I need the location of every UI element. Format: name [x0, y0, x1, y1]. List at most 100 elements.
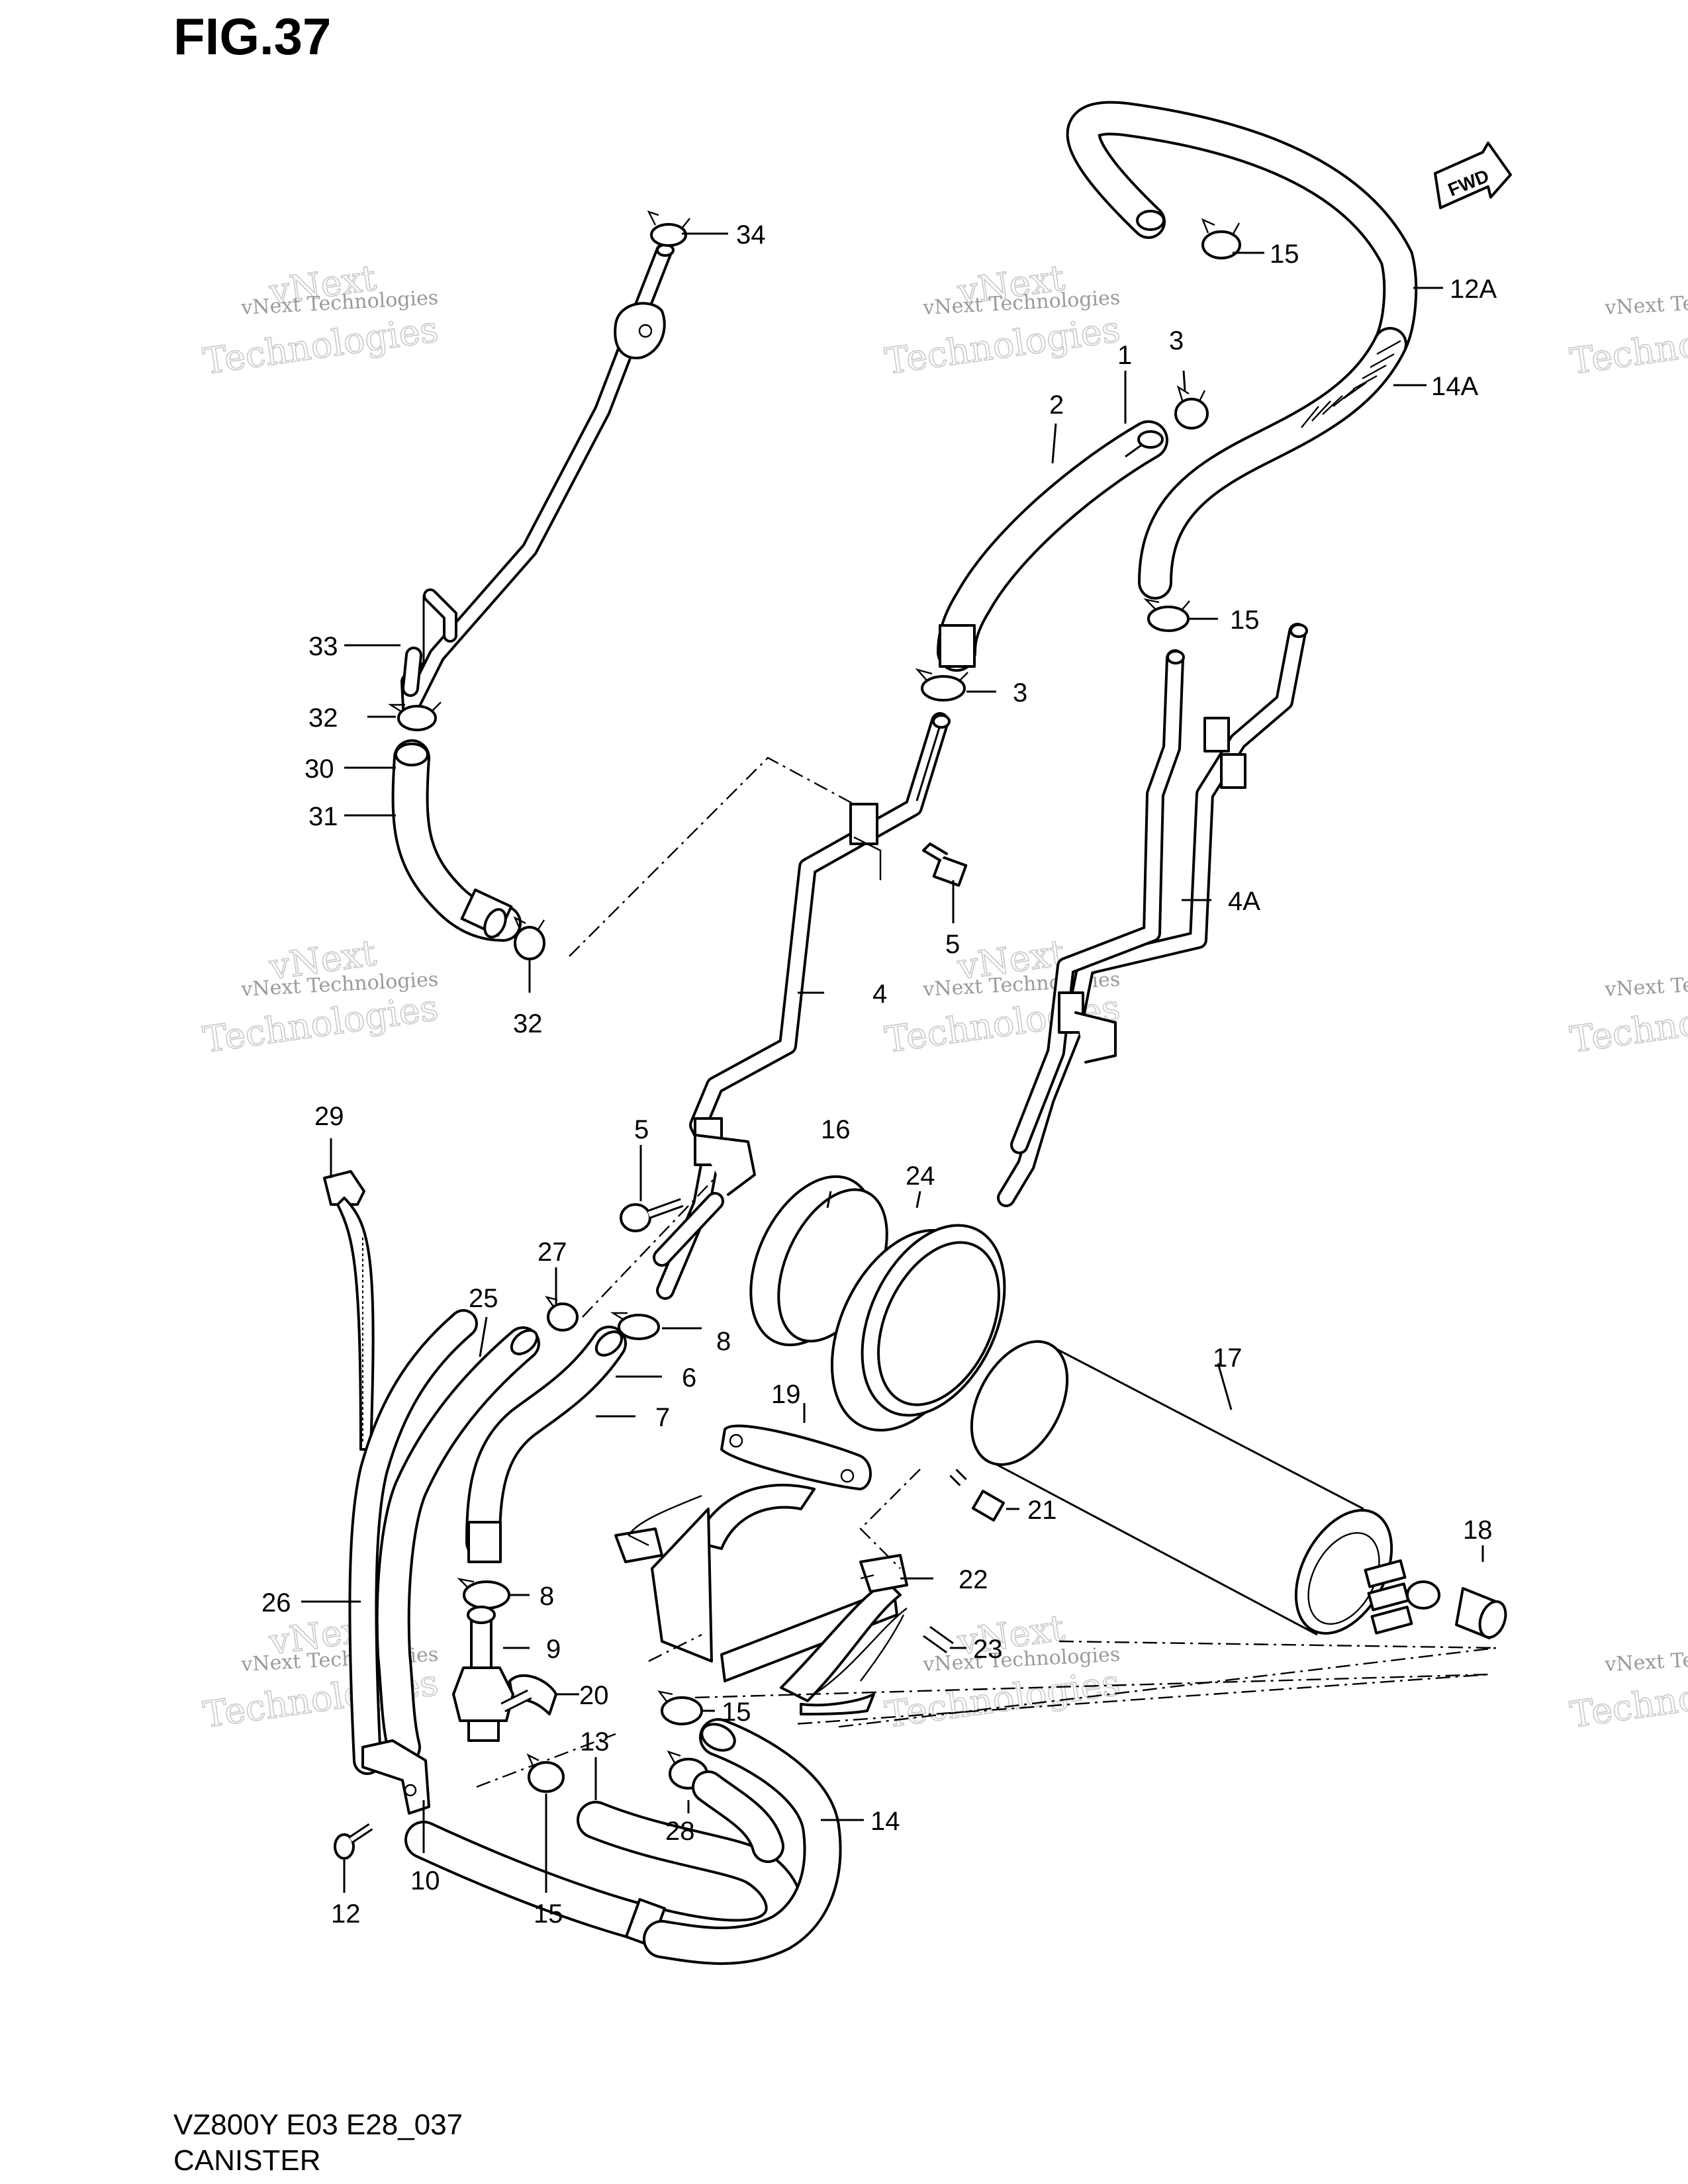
clamp-15: [526, 1753, 565, 1793]
watermark: Technologies vNext Technologies: [1567, 1643, 1688, 1736]
svg-text:Technologies: Technologies: [882, 308, 1123, 383]
hose-12a: [1066, 101, 1418, 361]
svg-text:Technologies: Technologies: [201, 987, 441, 1061]
clamp-3: [1174, 385, 1209, 430]
callout-30: 30: [305, 754, 334, 784]
callout-29: 29: [314, 1102, 344, 1131]
clamp-15: [657, 1690, 703, 1725]
watermark: Technologies vNext vNext Technologies: [882, 1606, 1123, 1737]
callout-16: 16: [821, 1115, 851, 1144]
bolt-5: [922, 842, 968, 887]
section-name: CANISTER: [173, 2144, 321, 2177]
clamp-32: [387, 702, 442, 731]
watermark: Technologies vNext vNext Technologies: [200, 931, 441, 1062]
callout-19: 19: [771, 1380, 801, 1409]
figure-title: FIG.37: [173, 7, 332, 66]
callout-22: 22: [959, 1565, 988, 1594]
callout-18: 18: [1463, 1516, 1493, 1545]
callout-32: 32: [308, 704, 338, 733]
callout-10: 10: [410, 1866, 440, 1895]
hose-26: [348, 1309, 478, 1775]
hose-25: [375, 1326, 540, 1764]
hose-31: [391, 739, 522, 942]
seal-24: [830, 1224, 1006, 1432]
canister-17: [970, 1340, 1413, 1636]
cover-19: [720, 1424, 872, 1490]
svg-text:vNext Technologies: vNext Technologies: [1604, 286, 1688, 320]
callout-27: 27: [538, 1238, 567, 1267]
watermark-group: Technologies vNext vNext Technologies Te…: [200, 256, 1688, 1737]
svg-text:Technologies: Technologies: [882, 1662, 1123, 1736]
svg-text:vNext Technologies: vNext Technologies: [1604, 1643, 1688, 1676]
clamp-8: [610, 1312, 660, 1340]
callout-31: 31: [308, 802, 338, 831]
bolt-5: [620, 1198, 684, 1232]
svg-text:Technologies: Technologies: [1568, 308, 1688, 383]
callout-15: 15: [534, 1899, 563, 1929]
clamp-15: [1201, 218, 1241, 259]
clamp-34: [647, 210, 690, 247]
callout-15: 15: [722, 1698, 751, 1727]
callout-4: 4: [872, 979, 887, 1009]
callout-14: 14: [870, 1807, 900, 1836]
leader-lines: [301, 232, 1484, 1893]
callout-1: 1: [1117, 341, 1132, 370]
callout-34: 34: [736, 220, 766, 250]
callout-24: 24: [906, 1161, 935, 1191]
callout-15: 15: [1230, 606, 1260, 635]
callout-12: 12: [331, 1899, 361, 1929]
hose-14a: [1138, 327, 1407, 600]
clamp-8: [457, 1578, 510, 1610]
clamp-32: [513, 916, 545, 960]
valve-9: [452, 1606, 532, 1742]
model-code: VZ800Y E03 E28_037: [173, 2109, 463, 2141]
cap-18: [1455, 1587, 1507, 1639]
callout-20: 20: [579, 1681, 609, 1710]
callout-17: 17: [1213, 1343, 1243, 1373]
pipe-1: [1125, 430, 1164, 458]
clamp-10: [361, 1739, 430, 1815]
pipe-4a: [997, 623, 1308, 1207]
callout-33: 33: [308, 632, 338, 661]
callout-6: 6: [682, 1363, 696, 1392]
callout-26: 26: [261, 1588, 291, 1617]
callout-8: 8: [539, 1582, 554, 1611]
assembly-lines: [476, 756, 1497, 1788]
callout-5: 5: [634, 1115, 649, 1144]
hose-14: [643, 1718, 842, 1965]
callout-12a: 12A: [1450, 275, 1497, 304]
watermark: Technologies vNext vNext Technologies: [882, 256, 1123, 383]
hose-7: [465, 1326, 627, 1563]
callout-25: 25: [469, 1284, 498, 1313]
callout-23: 23: [973, 1635, 1003, 1664]
watermark: Technologies vNext vNext Technologies: [200, 256, 441, 383]
callout-3: 3: [1013, 678, 1027, 707]
callout-5: 5: [945, 930, 960, 959]
callout-9: 9: [546, 1635, 561, 1664]
forward-direction-badge: FWD: [1434, 142, 1512, 209]
callout-32: 32: [513, 1009, 543, 1038]
callout-14a: 14A: [1431, 372, 1478, 401]
callout-13: 13: [580, 1727, 610, 1756]
callout-7: 7: [655, 1403, 670, 1432]
svg-text:vNext Technologies: vNext Technologies: [1604, 968, 1688, 1001]
clamp-3: [915, 668, 968, 702]
clamp-15: [1143, 598, 1190, 632]
callout-4a: 4A: [1228, 887, 1260, 916]
pipe-33: [400, 243, 675, 717]
svg-text:Technologies: Technologies: [201, 308, 441, 383]
callout-3: 3: [1169, 326, 1184, 355]
clamp-18-side: [1406, 1580, 1440, 1610]
callout-2: 2: [1049, 390, 1064, 420]
bolt-23: [923, 1625, 954, 1654]
callout-labels: 34 15 12A 14A 3 1 2 15 3 5 4A 4 33 32 30…: [261, 220, 1497, 1929]
canister-nipples: [1364, 1559, 1413, 1635]
tie-band-29: [323, 1170, 375, 1451]
watermark: Technologies vNext Technologies: [1567, 968, 1688, 1061]
hose-2: [937, 420, 1168, 672]
callout-28: 28: [665, 1817, 695, 1846]
callout-21: 21: [1027, 1496, 1057, 1525]
bracket-22: [614, 1483, 908, 1715]
bolt-12: [334, 1823, 373, 1860]
